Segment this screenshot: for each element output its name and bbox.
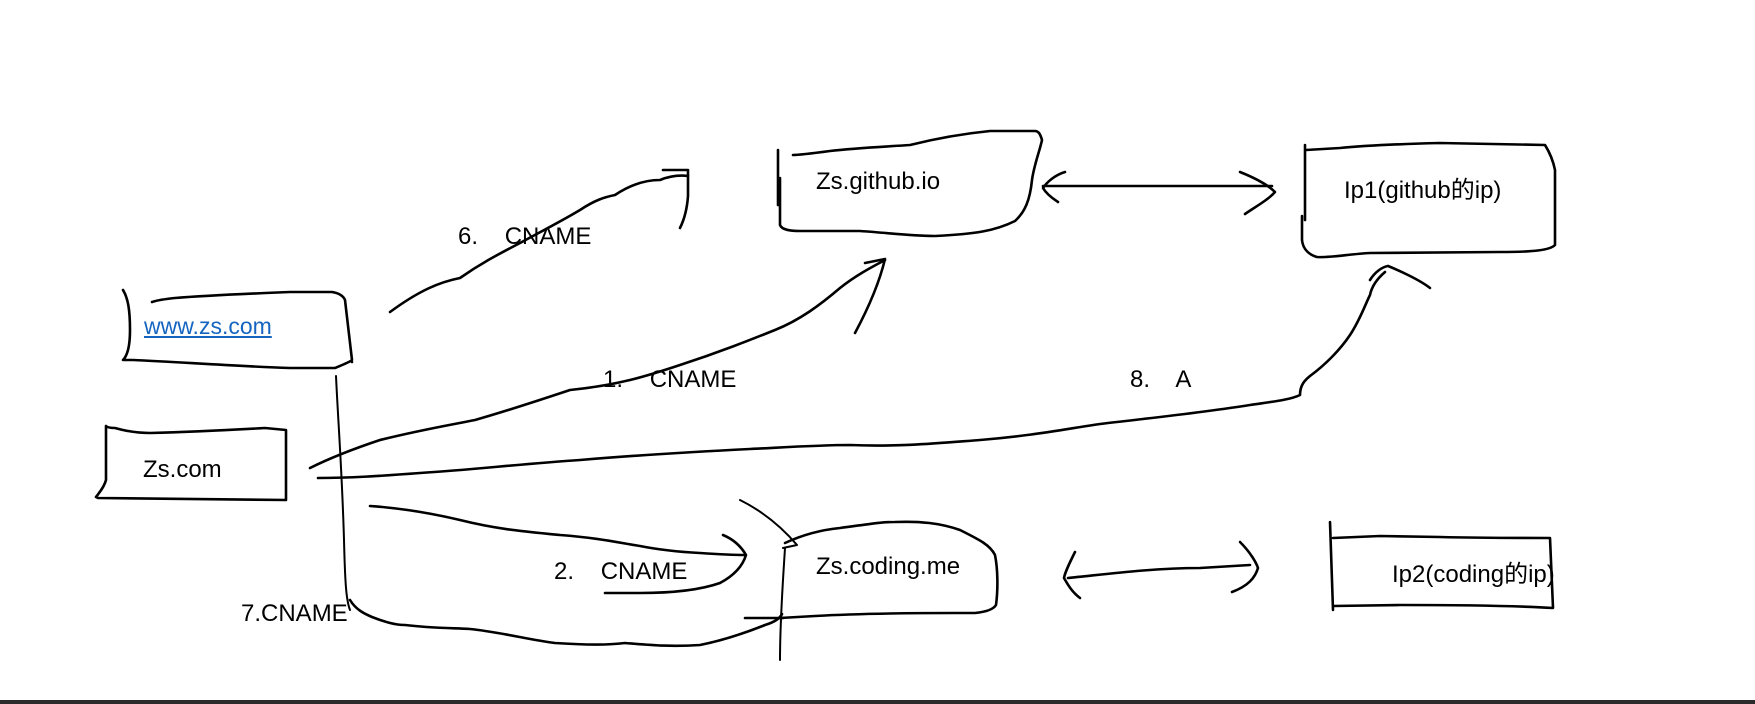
edge-2-label: 2. CNAME bbox=[554, 558, 688, 585]
edge-1-cname bbox=[308, 257, 887, 470]
node-zs-box bbox=[94, 424, 288, 502]
edge-2-cname bbox=[368, 504, 748, 595]
node-ip2-label: Ip2(coding的ip) bbox=[1392, 561, 1555, 588]
edge-8-label: 8. A bbox=[1130, 366, 1192, 393]
node-ip2-box bbox=[1328, 520, 1555, 612]
node-www-label[interactable]: www.zs.com bbox=[144, 313, 272, 339]
edge-7-cname bbox=[335, 375, 785, 648]
node-www-box bbox=[121, 288, 354, 370]
node-coding-box bbox=[739, 499, 999, 661]
edge-6-label: 6. CNAME bbox=[458, 223, 592, 250]
node-zs-label: Zs.com bbox=[143, 456, 222, 483]
bottom-edge-bar bbox=[0, 700, 1755, 704]
node-github-label: Zs.github.io bbox=[816, 168, 941, 195]
edge-coding-ip2 bbox=[1062, 540, 1260, 600]
edge-1-label: 1. CNAME bbox=[603, 366, 737, 393]
edge-github-ip1 bbox=[1041, 170, 1277, 216]
node-ip1-label: Ip1(github的ip) bbox=[1344, 177, 1502, 204]
node-ip1-box bbox=[1300, 141, 1557, 259]
edge-6-cname bbox=[388, 168, 690, 314]
edge-7-label: 7.CNAME bbox=[241, 600, 348, 627]
node-coding-label: Zs.coding.me bbox=[816, 553, 961, 580]
node-github-box bbox=[776, 129, 1044, 238]
edge-8-a bbox=[316, 264, 1432, 480]
